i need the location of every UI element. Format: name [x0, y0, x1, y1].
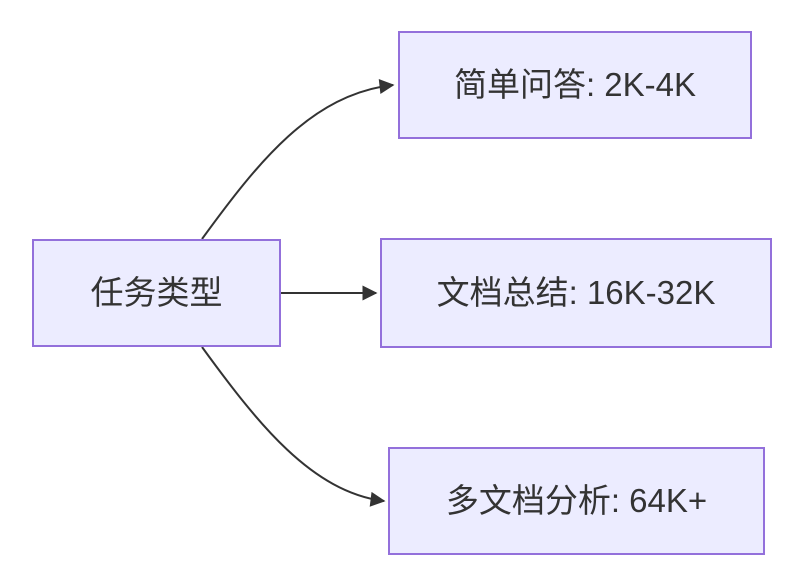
- node-doc-summary: 文档总结: 16K-32K: [380, 238, 772, 348]
- edge-root-to-multi-doc: [201, 346, 386, 507]
- node-task-type-label: 任务类型: [90, 274, 223, 312]
- node-doc-summary-label: 文档总结: 16K-32K: [436, 274, 716, 312]
- node-multi-doc-analysis: 多文档分析: 64K+: [388, 447, 765, 555]
- node-task-type: 任务类型: [32, 239, 281, 347]
- node-multi-doc-analysis-label: 多文档分析: 64K+: [445, 482, 708, 520]
- edge-root-to-simple-qa: [201, 79, 395, 240]
- node-simple-qa-label: 简单问答: 2K-4K: [453, 66, 697, 104]
- node-simple-qa: 简单问答: 2K-4K: [398, 31, 752, 139]
